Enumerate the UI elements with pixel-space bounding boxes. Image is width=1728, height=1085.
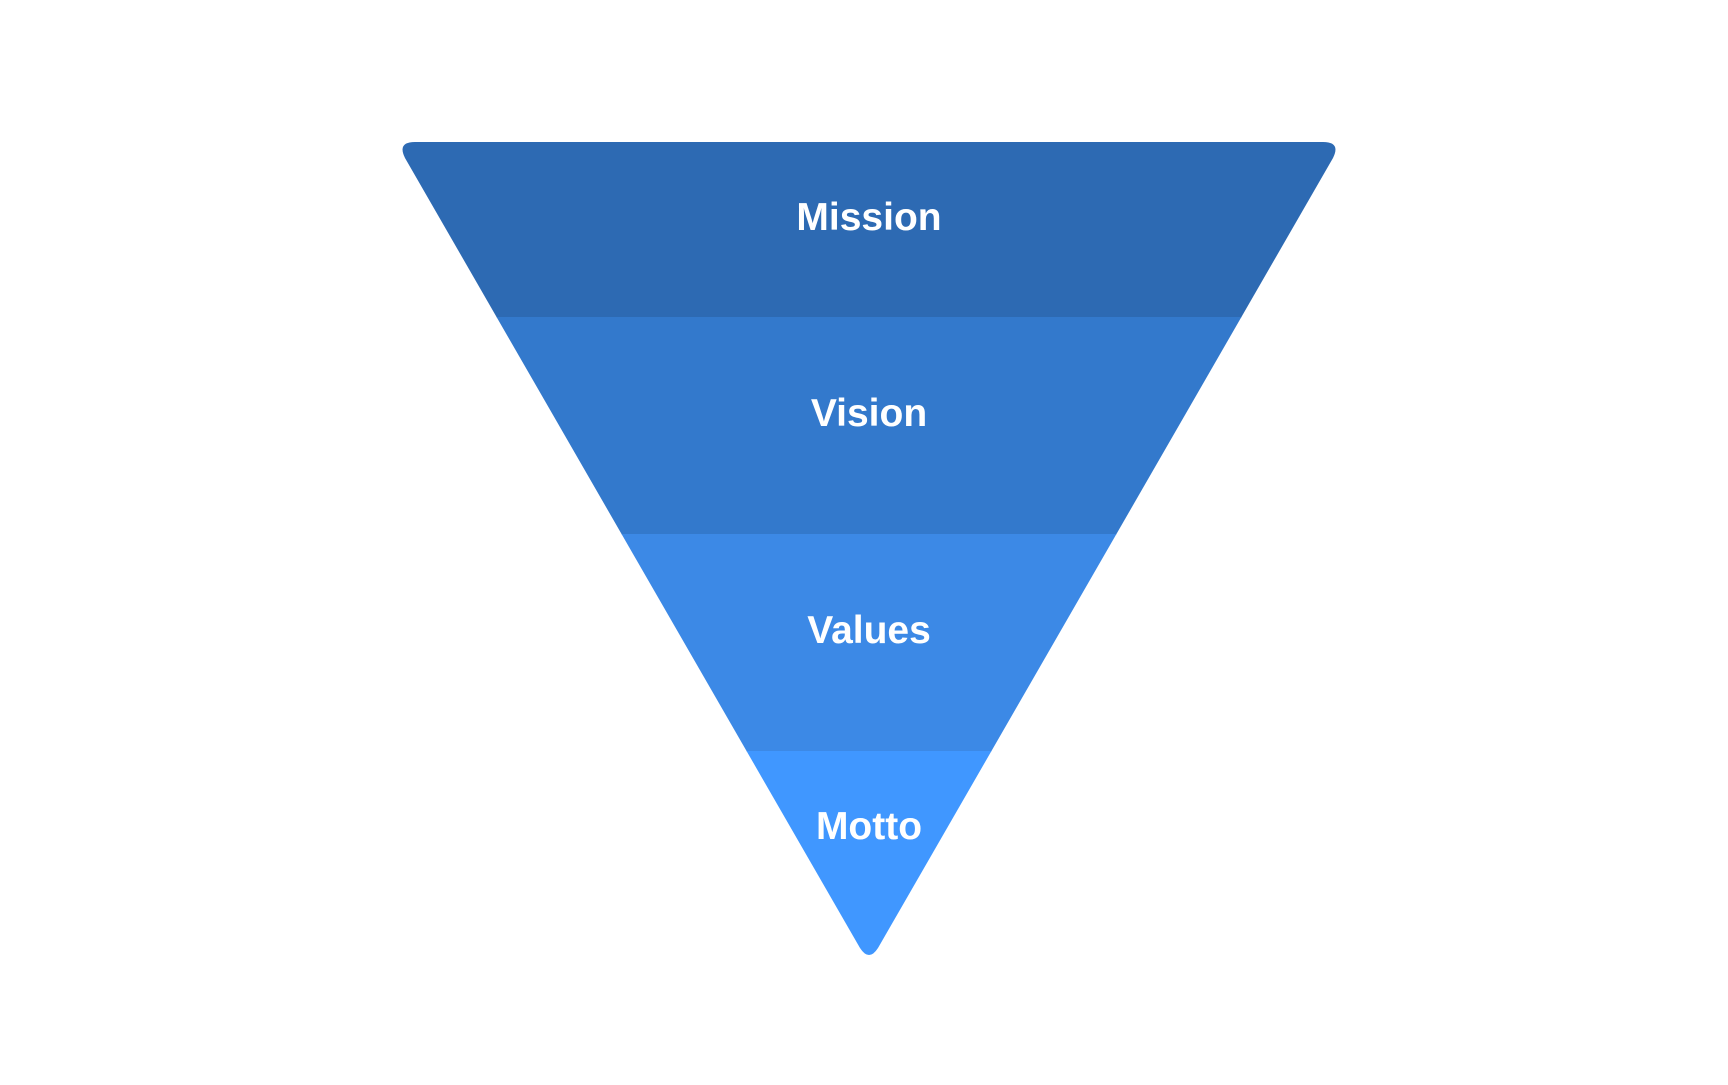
tier-mission-band bbox=[402, 142, 1336, 318]
tier-vision-label: Vision bbox=[811, 392, 927, 435]
tier-values-label: Values bbox=[807, 609, 931, 652]
tier-motto-label: Motto bbox=[816, 805, 922, 848]
tier-mission-label: Mission bbox=[796, 196, 941, 239]
tier-motto-band bbox=[402, 751, 1336, 955]
